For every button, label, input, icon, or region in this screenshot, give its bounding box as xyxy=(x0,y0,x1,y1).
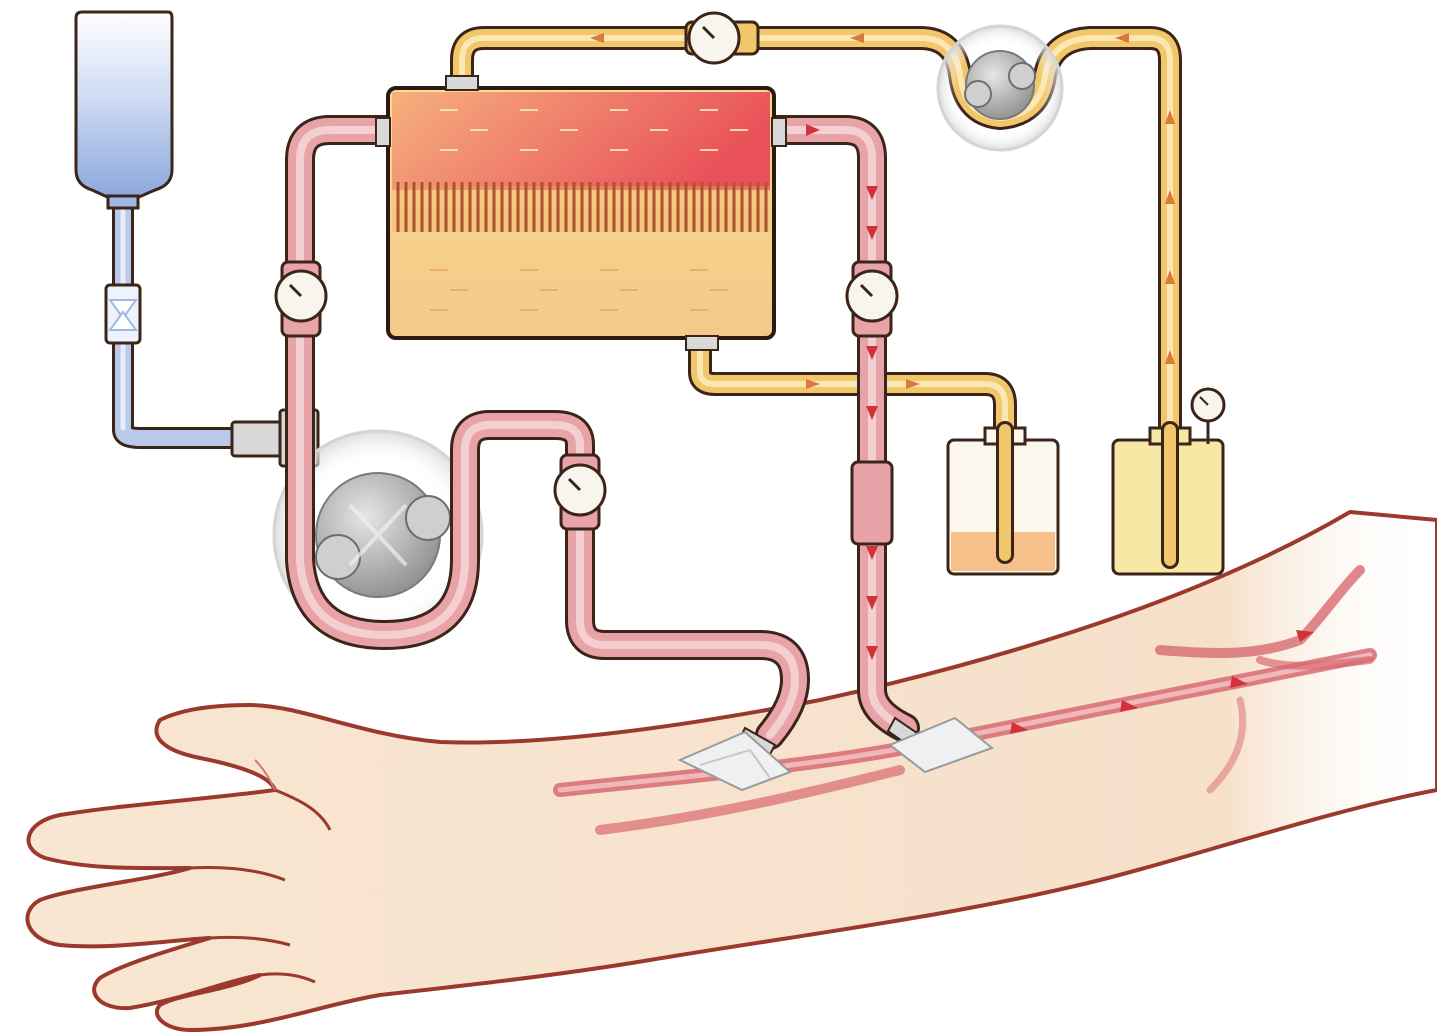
vein-flow-arrows xyxy=(1010,630,1314,734)
pressure-gauge-icon xyxy=(845,260,899,338)
drip-chamber xyxy=(104,283,142,345)
arterial-needle-tape xyxy=(677,726,792,792)
blood-circuit xyxy=(285,115,920,750)
venous-needle-tape xyxy=(886,716,995,774)
pressure-gauge-icon xyxy=(274,260,328,338)
blood-flow-arrows xyxy=(806,124,878,660)
pressure-gauge-icon xyxy=(553,453,607,531)
saline-bag xyxy=(74,10,174,210)
blood-pump xyxy=(272,429,484,641)
dialyzer-fibers xyxy=(392,182,770,232)
pressure-gauge-icon xyxy=(684,11,760,65)
dialyzer-lower-dashes xyxy=(430,269,728,311)
dialysate-pump xyxy=(936,24,1064,152)
container-gauge xyxy=(1190,387,1226,423)
venous-clamp xyxy=(850,460,894,546)
dialyzer xyxy=(375,75,787,351)
dialyzer-dashes xyxy=(440,109,748,151)
